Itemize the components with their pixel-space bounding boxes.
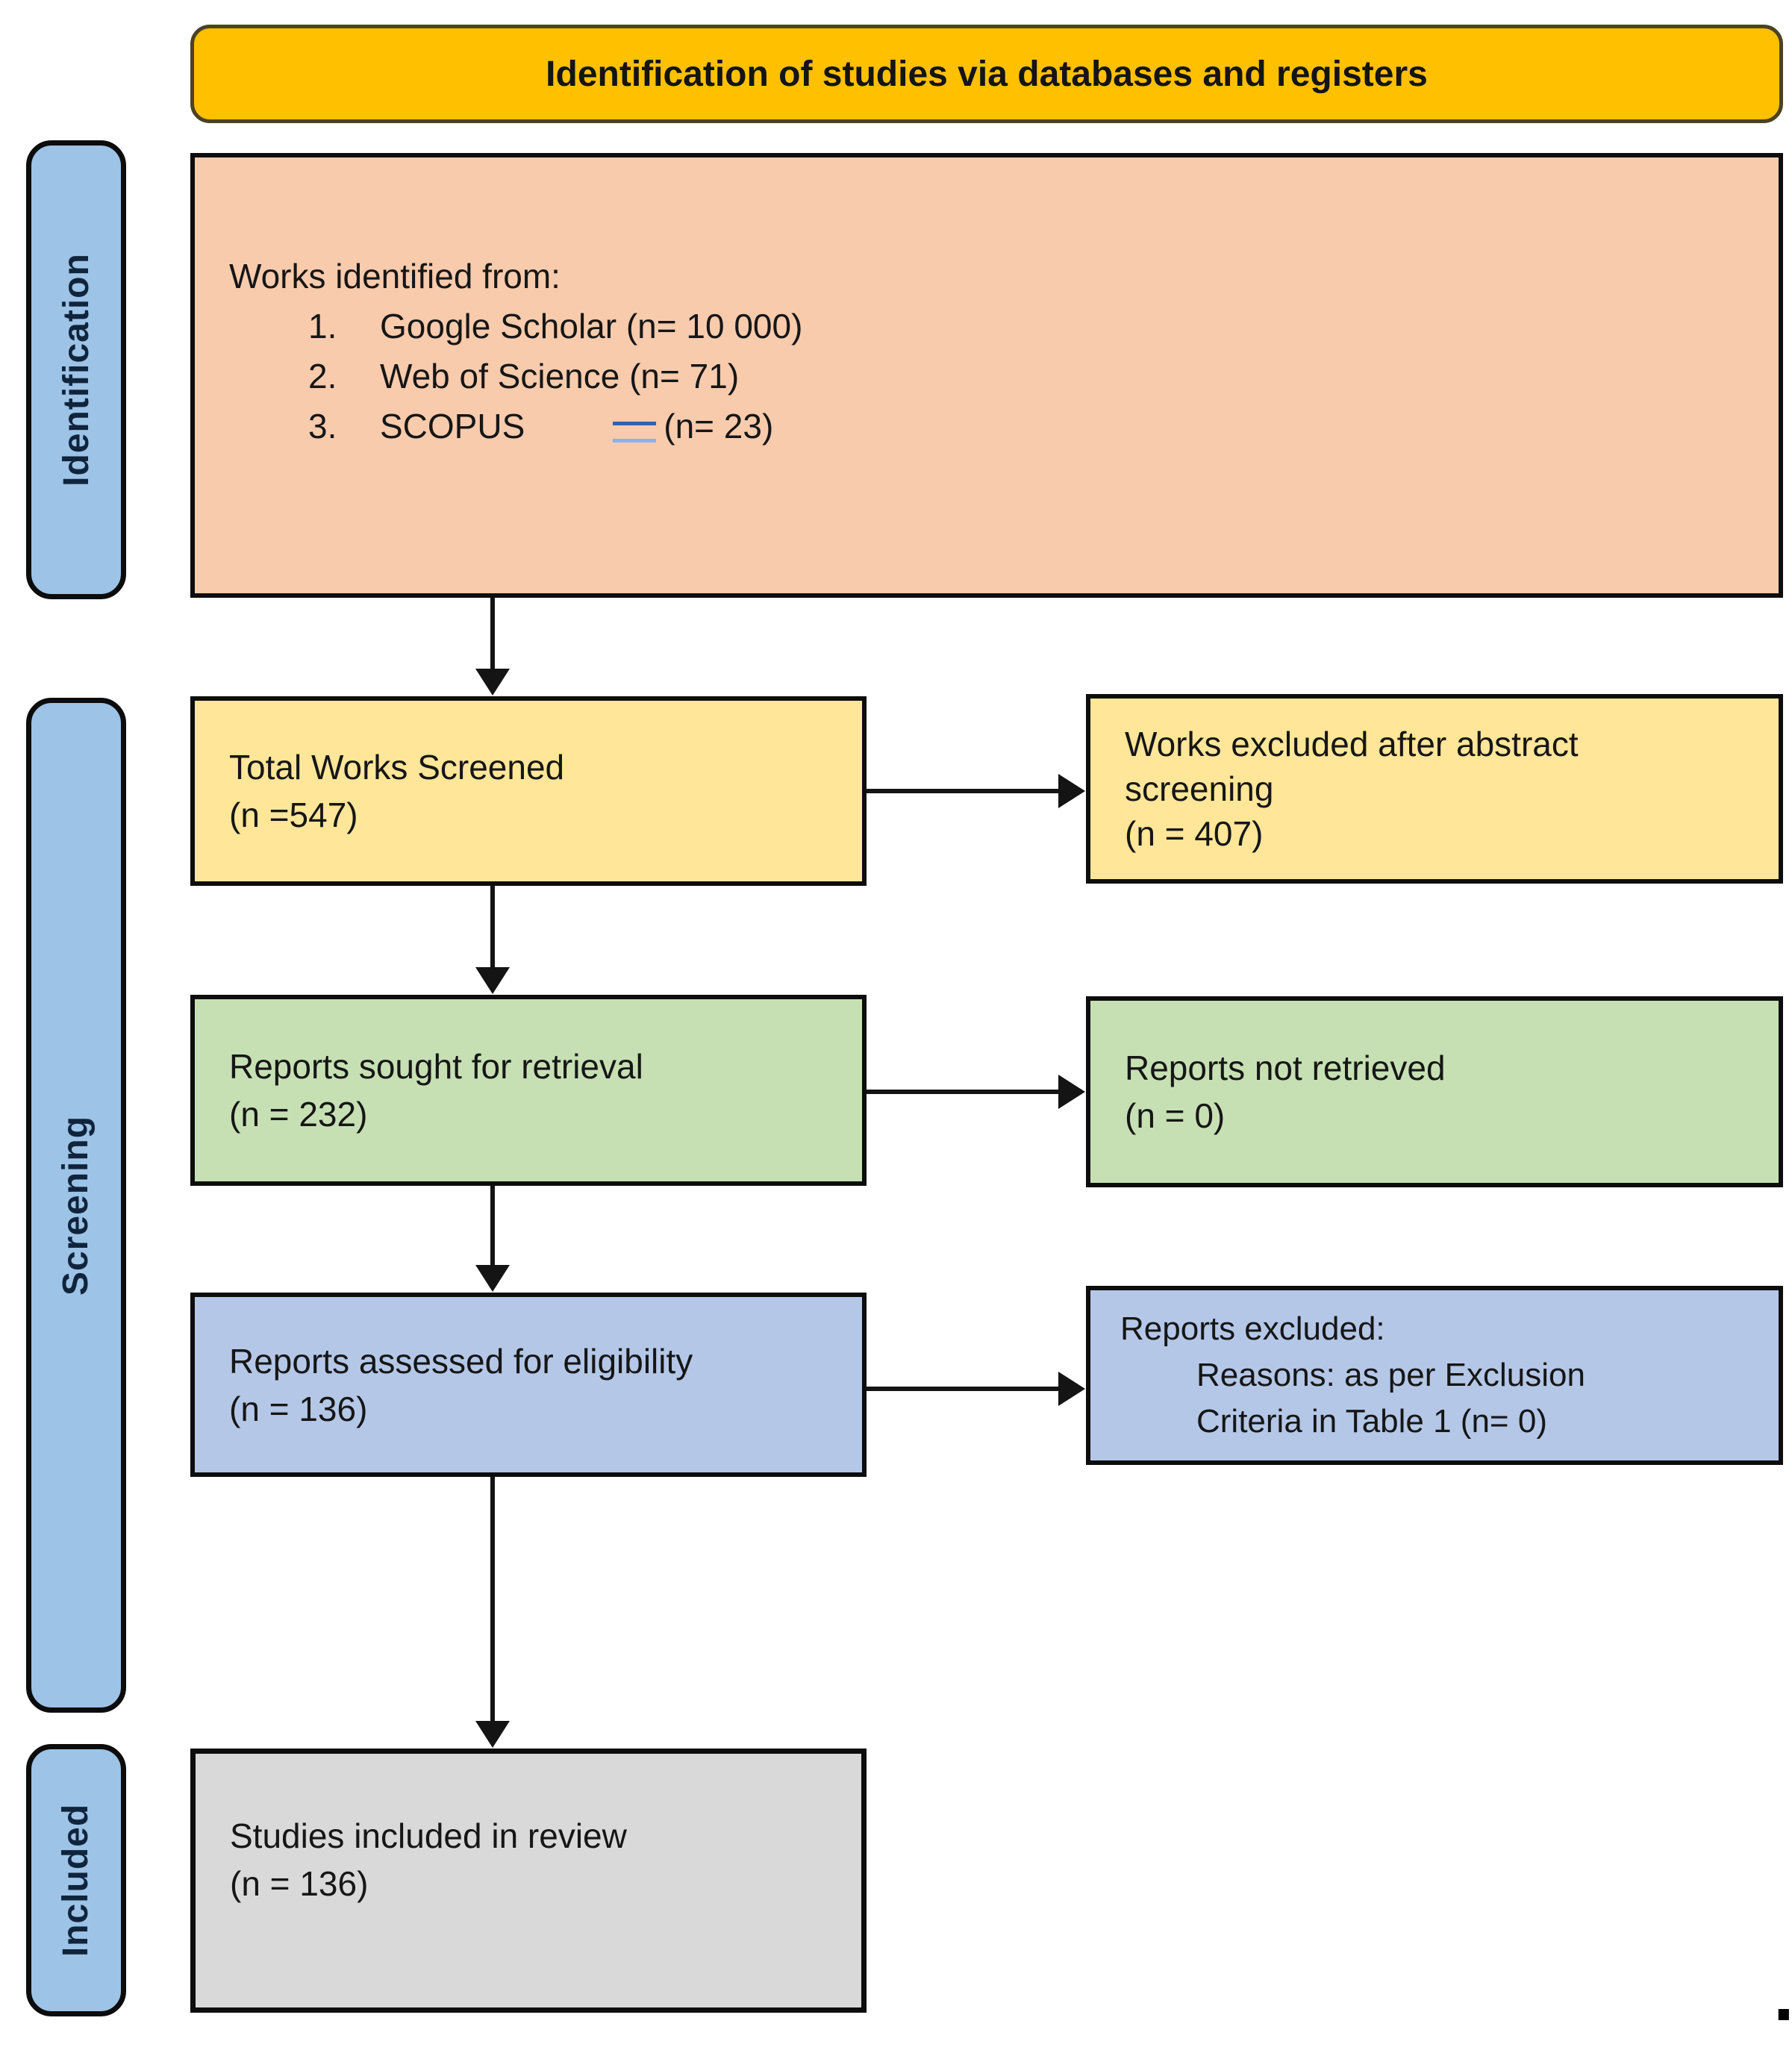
box-count: Criteria in Table 1 (n= 0): [1196, 1403, 1547, 1440]
box-line: Total Works Screened: [229, 748, 565, 787]
stage-label-screening-text: Screening: [56, 1115, 96, 1296]
list-item-text: Web of Science (n= 71): [380, 357, 740, 396]
arrow-sought-to-not-retrieved: [867, 1090, 1059, 1094]
box-studies-included: Studies included in review (n = 136): [190, 1749, 867, 2013]
stage-label-identification: Identification: [26, 140, 126, 599]
list-number: 3.: [308, 407, 337, 446]
box-works-excluded-abstract: Works excluded after abstract screening …: [1086, 694, 1783, 884]
banner-title-text: Identification of studies via databases …: [546, 54, 1428, 94]
box-line: Reports assessed for eligibility: [229, 1341, 693, 1381]
box-reports-excluded: Reports excluded: Reasons: as per Exclus…: [1086, 1286, 1783, 1465]
box-count: (n =547): [229, 796, 358, 834]
list-item-count: (n= 23): [664, 407, 774, 446]
box-line: Reports not retrieved: [1125, 1049, 1446, 1087]
box-count: (n = 232): [229, 1095, 368, 1134]
stage-label-screening: Screening: [26, 698, 126, 1713]
works-identified-intro: Works identified from:: [229, 257, 561, 296]
box-line: Studies included in review: [230, 1816, 627, 1855]
arrow-assessed-to-included: [490, 1477, 495, 1722]
arrow-screened-to-excluded: [867, 789, 1059, 793]
box-count: (n = 136): [230, 1864, 369, 1903]
arrow-screened-to-sought: [490, 886, 495, 968]
box-reports-sought: Reports sought for retrieval (n = 232): [190, 995, 867, 1186]
box-line: Reports excluded:: [1120, 1310, 1385, 1347]
arrow-sought-to-assessed: [490, 1186, 495, 1266]
list-item-text: Google Scholar (n= 10 000): [380, 307, 803, 346]
box-works-identified: Works identified from: 1. Google Scholar …: [190, 153, 1783, 598]
box-line: Reasons: as per Exclusion: [1196, 1357, 1585, 1393]
arrow-identified-to-screened: [490, 598, 495, 669]
box-line: Works excluded after abstract screening: [1125, 725, 1579, 808]
box-reports-not-retrieved: Reports not retrieved (n = 0): [1086, 996, 1783, 1187]
arrow-assessed-to-excluded-reasons: [867, 1387, 1059, 1391]
box-line: Reports sought for retrieval: [229, 1047, 643, 1086]
box-count: (n = 407): [1125, 814, 1264, 853]
stage-label-identification-text: Identification: [56, 253, 96, 487]
list-number: 2.: [308, 357, 337, 396]
box-total-works-screened: Total Works Screened (n =547): [190, 696, 867, 886]
list-item-web-of-science: 2. Web of Science (n= 71): [229, 351, 1749, 401]
stage-label-included-text: Included: [56, 1803, 96, 1957]
box-count: (n = 136): [229, 1389, 368, 1428]
box-count: (n = 0): [1125, 1096, 1226, 1135]
trailing-period-text: .: [1773, 1957, 1792, 2032]
box-reports-assessed: Reports assessed for eligibility (n = 13…: [190, 1293, 867, 1477]
grammar-check-icon: [613, 422, 657, 443]
list-item-scopus: 3. SCOPUS (n= 23): [229, 401, 1749, 451]
banner-title: Identification of studies via databases …: [190, 25, 1783, 123]
list-item-google-scholar: 1. Google Scholar (n= 10 000): [229, 301, 1749, 351]
list-number: 1.: [308, 307, 337, 346]
stage-label-included: Included: [26, 1744, 126, 2016]
list-item-text: SCOPUS: [380, 407, 525, 446]
